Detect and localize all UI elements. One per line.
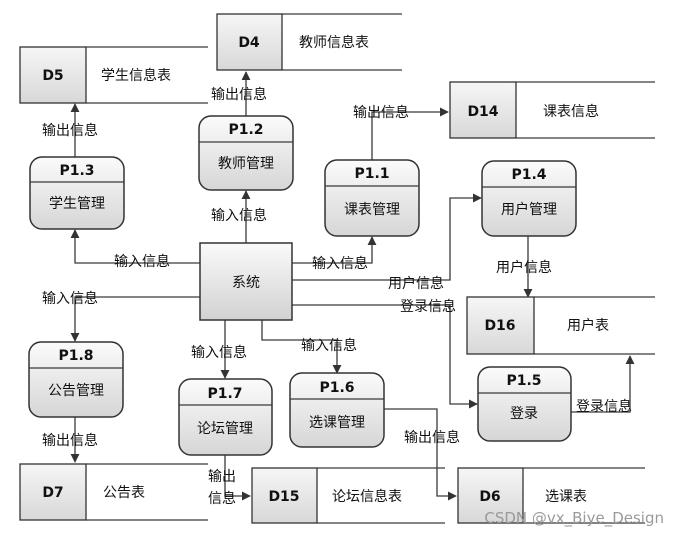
flow-system-to-p18 [70,296,200,342]
flow-label-p18-d7: 输出信息 [42,432,98,449]
data-store-d14: D14 课表信息 [449,81,655,139]
process-name: 选课管理 [309,415,365,431]
store-name: 选课表 [545,489,587,505]
system-label: 系统 [232,275,260,291]
flow-label-p11-d14: 输出信息 [353,104,409,121]
flow-label-p14-d16: 用户信息 [496,259,552,276]
process-name: 用户管理 [501,201,557,218]
data-store-d16: D16 用户表 [466,296,655,355]
process-id: P1.1 [354,166,389,182]
store-name: 学生信息表 [101,67,171,84]
flow-p11-to-d14 [371,107,449,160]
process-id: P1.6 [319,380,354,396]
store-id: D16 [484,318,515,334]
process-p1-1: P1.1 课表管理 [324,159,420,237]
store-id: D4 [238,35,260,51]
process-p1-2: P1.2 教师管理 [198,115,294,191]
process-id: P1.5 [506,373,541,389]
flow-label-system-p18: 输入信息 [42,290,98,307]
process-id: P1.2 [228,122,263,138]
flow-label-system-p12: 输入信息 [211,207,267,224]
flow-label-system-p17: 输入信息 [191,344,247,361]
store-id: D14 [467,104,498,120]
store-name: 论坛信息表 [332,488,402,505]
process-p1-8: P1.8 公告管理 [28,341,124,418]
process-name: 登录 [510,406,538,422]
flow-p16-to-d6 [384,408,457,501]
flow-label-p16-d6: 输出信息 [404,429,460,446]
process-p1-4: P1.4 用户管理 [481,160,577,237]
process-name: 学生管理 [49,196,105,212]
flow-label-system-p14: 用户信息 [388,275,444,292]
flow-system-to-p16 [261,320,342,374]
flow-label-p12-d4: 输出信息 [211,86,267,103]
flow-p17-to-d15 [224,455,251,501]
process-name: 课表管理 [344,202,400,218]
store-id: D6 [479,489,500,505]
store-id: D15 [268,489,299,505]
store-id: D7 [42,485,63,501]
flow-system-to-p14 [292,193,482,281]
flow-label-p17-d15-line1: 输出 [208,469,236,485]
system-box: 系统 [199,242,293,321]
process-id: P1.8 [58,348,93,364]
data-store-d4: D4 教师信息表 [216,13,402,71]
process-id: P1.4 [511,167,546,183]
data-store-d7: D7 公告表 [19,463,208,521]
process-p1-7: P1.7 论坛管理 [178,378,273,456]
process-id: P1.7 [207,386,242,402]
store-name: 教师信息表 [299,34,369,51]
process-id: P1.3 [59,163,94,179]
store-name: 用户表 [567,317,609,334]
process-name: 公告管理 [48,383,104,399]
data-store-d15: D15 论坛信息表 [251,467,445,524]
store-name: 公告表 [103,485,145,501]
data-store-d5: D5 学生信息表 [19,46,208,104]
store-id: D5 [42,68,63,84]
flow-label-system-p11: 输入信息 [312,255,368,272]
flow-label-system-p16: 输入信息 [301,337,357,354]
flow-system-to-p11 [292,236,377,264]
flow-label-p17-d15-line2: 信息 [208,490,236,507]
flow-labels: 输出信息 输出信息 输出信息 输入信息 输入信息 输入信息 输入信息 用户信息 … [42,86,632,507]
data-store-d6: D6 选课表 [457,467,645,524]
flow-label-p13-d5: 输出信息 [42,122,98,139]
flow-p15-to-d16 [571,355,635,413]
watermark: CSDN @vx_Biye_Design [484,509,664,528]
store-name: 课表信息 [543,103,599,120]
flows [70,71,635,501]
process-name: 论坛管理 [197,421,253,437]
process-name: 教师管理 [218,156,274,172]
flow-label-p15-d16: 登录信息 [576,398,632,415]
process-p1-5: P1.5 登录 [477,366,572,442]
flow-system-to-p13 [70,229,200,264]
process-p1-3: P1.3 学生管理 [29,156,125,230]
flow-system-to-p15 [292,304,478,409]
flow-label-system-p13: 输入信息 [114,253,170,270]
process-p1-6: P1.6 选课管理 [289,372,385,448]
flow-label-system-p15: 登录信息 [400,298,456,315]
